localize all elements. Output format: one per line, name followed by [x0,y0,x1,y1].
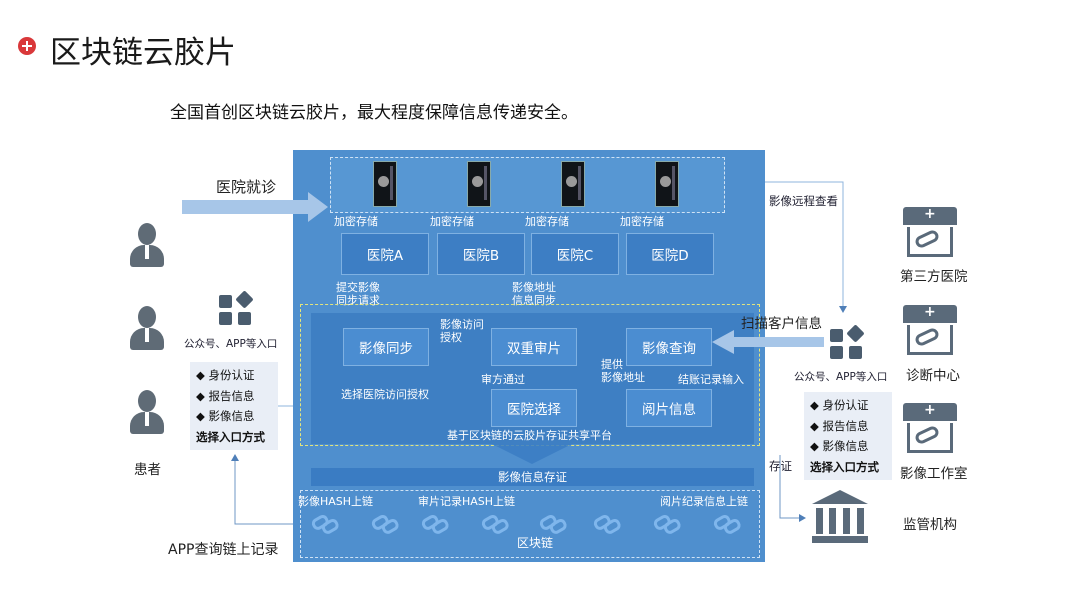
info-method: 选择入口方式 [810,457,886,478]
hospital-select-box: 医院选择 [491,389,577,427]
hospital-store-icon: + [903,207,957,259]
left-info-box: ◆ 身份认证 ◆ 报告信息 ◆ 影像信息 选择入口方式 [190,362,278,450]
hash-chain-label: 影像HASH上链 [298,495,373,508]
scan-image-b [467,161,491,207]
hospital-c-box: 医院C [531,233,619,275]
left-entry-label: 公众号、APP等入口 [184,336,277,351]
end-record-label: 结账记录输入 [678,373,744,386]
person-icon [130,306,164,350]
info-item: ◆ 影像信息 [810,436,886,457]
scan-image-a [373,161,397,207]
app-query-label: APP查询链上记录 [168,539,278,559]
encrypt-label-b: 加密存储 [430,215,474,228]
review-chain-label: 审片记录HASH上链 [418,495,515,508]
info-item: ◆ 报告信息 [196,386,272,407]
blockchain-label: 区块链 [517,537,553,550]
imaging-studio-label: 影像工作室 [900,462,968,482]
hospital-b-box: 医院B [437,233,525,275]
image-store-bar: 影像信息存证 [311,468,754,486]
remote-view-label: 影像远程查看 [769,193,838,209]
dual-review-box: 双重审片 [491,328,577,366]
arrow-right-icon [182,192,332,222]
info-item: ◆ 报告信息 [810,416,886,437]
encrypt-label-c: 加密存储 [525,215,569,228]
chain-link-icons [305,512,755,536]
info-item: ◆ 影像信息 [196,406,272,427]
scan-image-c [561,161,585,207]
reading-chain-label: 阅片纪录信息上链 [660,495,748,508]
regulator-label: 监管机构 [903,513,957,533]
studio-store-icon: + [903,403,957,455]
apps-grid-icon [219,293,253,327]
apps-grid-icon [830,327,864,361]
diagnosis-label: 诊断中心 [906,364,960,384]
hospital-d-box: 医院D [626,233,714,275]
right-entry-label: 公众号、APP等入口 [794,369,887,384]
scan-image-d [655,161,679,207]
hospital-a-box: 医院A [341,233,429,275]
platform-label: 基于区块链的云胶片存证共享平台 [447,429,612,442]
access-auth-label: 影像访问 授权 [440,318,484,344]
diagnosis-store-icon: + [903,305,957,357]
reading-info-box: 阅片信息 [626,389,712,427]
provide-addr-label: 提供 影像地址 [601,358,645,384]
encrypt-label-d: 加密存储 [620,215,664,228]
passed-label: 审方通过 [481,373,525,386]
chevron-down-icon [492,444,572,466]
select-auth-label: 选择医院访问授权 [341,388,429,401]
image-sync-box: 影像同步 [343,328,429,366]
evidence-label: 存证 [769,458,792,474]
patient-label: 患者 [134,458,161,478]
encrypt-label-a: 加密存储 [334,215,378,228]
bank-building-icon [812,490,868,544]
info-item: ◆ 身份认证 [196,365,272,386]
info-item: ◆ 身份认证 [810,395,886,416]
person-icon [130,223,164,267]
right-info-box: ◆ 身份认证 ◆ 报告信息 ◆ 影像信息 选择入口方式 [804,392,892,480]
scan-info-label: 扫描客户信息 [741,312,822,332]
person-icon [130,390,164,434]
info-method: 选择入口方式 [196,427,272,448]
third-party-label: 第三方医院 [900,265,968,285]
arrow-left-icon [712,330,824,354]
